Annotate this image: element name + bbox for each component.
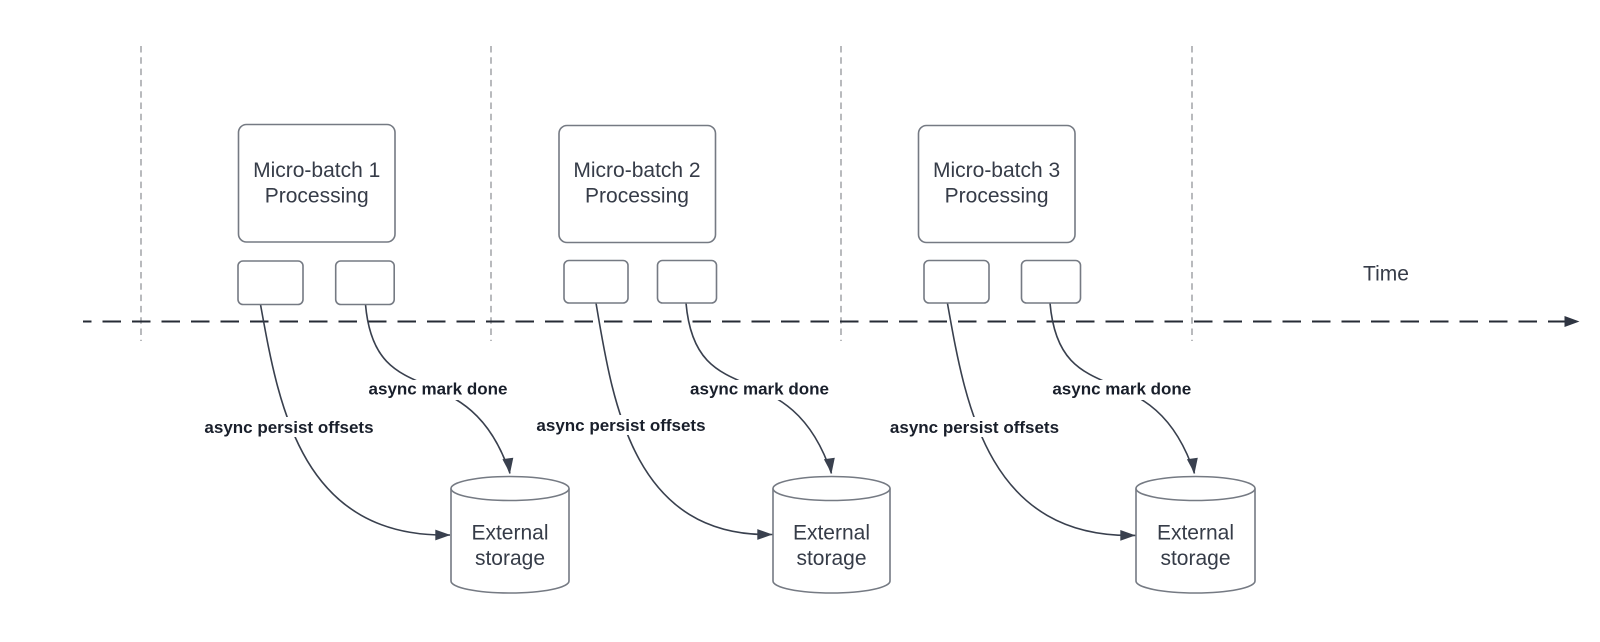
svg-text:Time: Time bbox=[1363, 263, 1409, 286]
svg-text:External: External bbox=[1157, 522, 1234, 545]
svg-text:Micro-batch 3: Micro-batch 3 bbox=[933, 159, 1060, 182]
svg-text:Processing: Processing bbox=[945, 184, 1049, 207]
svg-text:Micro-batch 2: Micro-batch 2 bbox=[573, 159, 700, 182]
svg-text:async persist offsets: async persist offsets bbox=[890, 418, 1059, 437]
svg-text:Processing: Processing bbox=[585, 184, 689, 207]
svg-text:External: External bbox=[471, 522, 548, 545]
svg-text:async mark done: async mark done bbox=[369, 380, 508, 399]
svg-text:Processing: Processing bbox=[265, 184, 369, 207]
svg-text:async mark done: async mark done bbox=[1052, 380, 1191, 399]
svg-text:async persist offsets: async persist offsets bbox=[204, 418, 373, 437]
svg-text:storage: storage bbox=[1160, 547, 1230, 570]
svg-text:External: External bbox=[793, 522, 870, 545]
svg-text:storage: storage bbox=[475, 547, 545, 570]
svg-text:storage: storage bbox=[796, 547, 866, 570]
svg-text:async mark done: async mark done bbox=[690, 380, 829, 399]
svg-text:Micro-batch 1: Micro-batch 1 bbox=[253, 159, 380, 182]
svg-text:async persist offsets: async persist offsets bbox=[536, 416, 705, 435]
